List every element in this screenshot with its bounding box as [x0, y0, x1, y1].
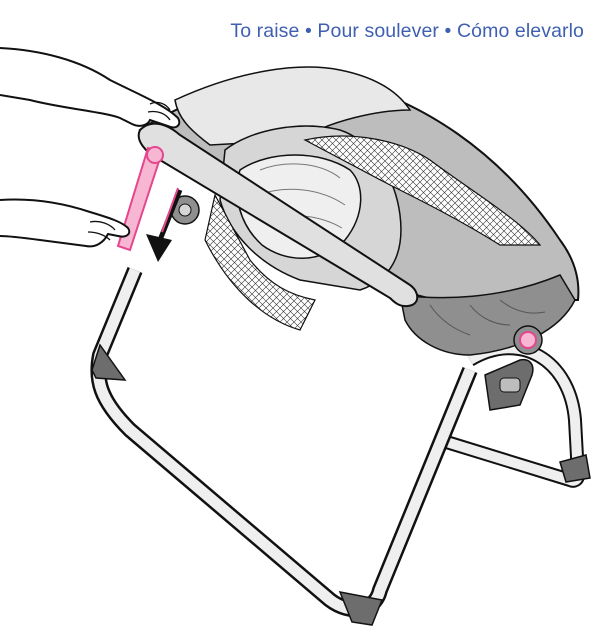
hub-joint-right [514, 326, 542, 354]
bassinet-shell [140, 67, 578, 355]
hand-icon-upper [0, 48, 179, 127]
foot-right [560, 455, 590, 482]
hand-icon-lower [0, 200, 129, 247]
direction-arrow-icon [146, 188, 180, 262]
control-box [485, 360, 533, 410]
